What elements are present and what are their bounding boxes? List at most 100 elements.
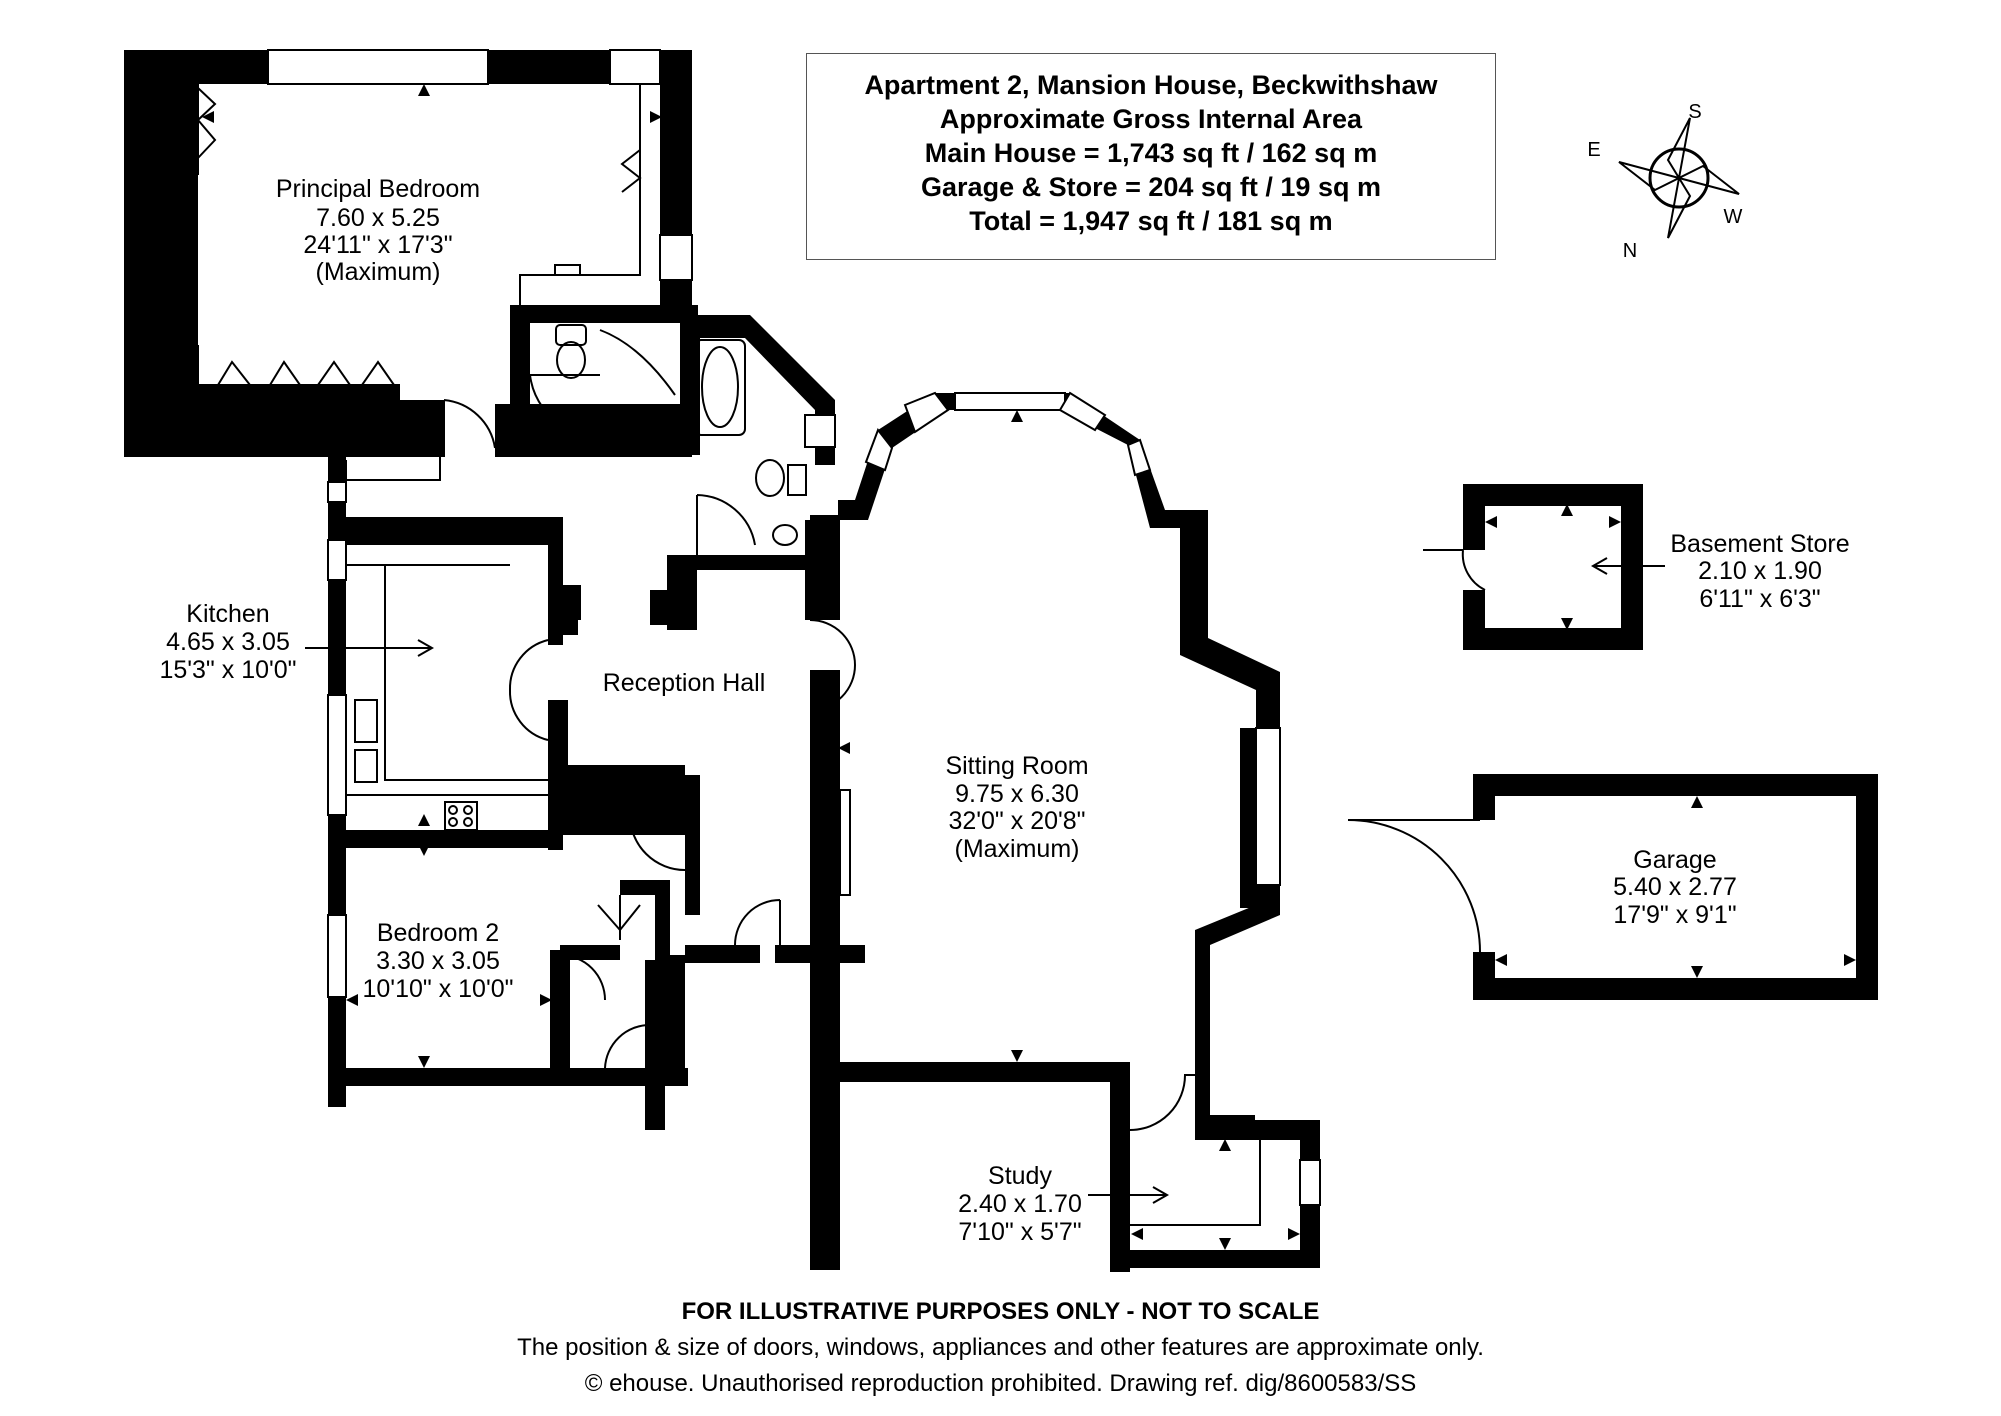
kitchen-double-door	[508, 639, 549, 741]
reception-hall-walls	[328, 457, 865, 1270]
basement-store-door	[1423, 549, 1486, 591]
footer: FOR ILLUSTRATIVE PURPOSES ONLY - NOT TO …	[0, 1294, 2001, 1402]
dimension-arrow	[1691, 966, 1703, 978]
bedroom-2-window	[327, 914, 347, 998]
ensuite-door	[529, 374, 600, 431]
kitchen-windows	[327, 539, 347, 816]
sitting-room-imperial: 32'0" x 20'8"	[948, 807, 1085, 835]
measurement-arrows	[202, 84, 1856, 1250]
compass-south-label: S	[1688, 101, 1701, 123]
basement-store-label: Basement Store 2.10 x 1.90 6'11" x 6'3"	[1670, 530, 1849, 613]
footer-disclaimer: FOR ILLUSTRATIVE PURPOSES ONLY - NOT TO …	[681, 1298, 1320, 1325]
basement-store-imperial: 6'11" x 6'3"	[1699, 585, 1820, 613]
bathroom-door	[696, 494, 756, 555]
study-name: Study	[988, 1162, 1052, 1190]
dimension-arrow	[1011, 1050, 1023, 1062]
main-house-area: Main House = 1,743 sq ft / 162 sq m	[924, 138, 1378, 168]
dimension-arrow	[540, 994, 552, 1006]
principal-bedroom-label: Principal Bedroom 7.60 x 5.25 24'11" x 1…	[276, 175, 480, 286]
dimension-arrow	[1219, 1139, 1231, 1151]
kitchen-name: Kitchen	[186, 600, 269, 628]
bathroom-fixtures	[694, 339, 807, 546]
basement-store-name: Basement Store	[1670, 530, 1849, 558]
sitting-room-double-door	[809, 619, 856, 711]
dimension-arrow	[418, 814, 430, 826]
dimension-arrow	[418, 844, 430, 856]
plan-subtitle: Approximate Gross Internal Area	[939, 104, 1363, 134]
area-summary-box: Apartment 2, Mansion House, Beckwithshaw…	[806, 53, 1496, 260]
reception-hall-name: Reception Hall	[603, 669, 766, 697]
dimension-arrow	[1485, 516, 1497, 528]
compass-north-label: N	[1623, 240, 1637, 262]
bedroom-2-name: Bedroom 2	[377, 919, 499, 947]
bathroom-window	[804, 414, 836, 448]
sitting-room-note: (Maximum)	[955, 835, 1080, 863]
dimension-arrow	[1609, 516, 1621, 528]
study-pointer	[1088, 1186, 1170, 1204]
bedroom-2-imperial: 10'10" x 10'0"	[362, 975, 513, 1003]
kitchen-pointer	[305, 639, 435, 657]
cloak-door	[604, 1023, 651, 1069]
garage-metric: 5.40 x 2.77	[1613, 873, 1737, 901]
bedroom-2-label: Bedroom 2 3.30 x 3.05 10'10" x 10'0"	[362, 919, 513, 1003]
garage-door	[1347, 819, 1481, 953]
bedroom-2-walls	[328, 840, 688, 1100]
kitchen-metric: 4.65 x 3.05	[166, 628, 290, 656]
dimension-arrow	[1244, 742, 1256, 754]
principal-bedroom-metric: 7.60 x 5.25	[316, 204, 440, 232]
ensuite-fixtures	[555, 317, 676, 444]
total-area: Total = 1,947 sq ft / 181 sq m	[969, 206, 1333, 236]
garage-walls	[1473, 774, 1878, 1000]
kitchen-units	[346, 564, 555, 831]
dimension-arrow	[1011, 410, 1023, 422]
dimension-arrow	[418, 1056, 430, 1068]
bedroom-2-metric: 3.30 x 3.05	[376, 947, 500, 975]
store-door	[629, 814, 686, 871]
principal-bedroom-windows	[267, 49, 693, 281]
dimension-arrow	[838, 742, 850, 754]
principal-bedroom-wardrobes	[196, 83, 642, 386]
compass-west-label: W	[1724, 206, 1743, 228]
dimension-arrow	[1561, 618, 1573, 630]
dimension-arrow	[202, 111, 214, 123]
bedroom-2-door	[559, 954, 606, 1001]
kitchen-walls	[328, 517, 685, 1107]
dimension-arrow	[650, 111, 662, 123]
study-imperial: 7'10" x 5'7"	[958, 1218, 1081, 1246]
footer-copyright: © ehouse. Unauthorised reproduction proh…	[584, 1370, 1417, 1397]
kitchen-imperial: 15'3" x 10'0"	[159, 656, 296, 684]
sitting-room-metric: 9.75 x 6.30	[955, 780, 1079, 808]
study-desk	[1130, 1140, 1261, 1226]
study-label: Study 2.40 x 1.70 7'10" x 5'7"	[958, 1162, 1082, 1246]
principal-bedroom-door	[443, 399, 496, 457]
hall-window	[327, 481, 347, 503]
kitchen-label: Kitchen 4.65 x 3.05 15'3" x 10'0"	[159, 600, 296, 684]
compass-east-label: E	[1587, 139, 1600, 161]
dimension-arrow	[346, 994, 358, 1006]
study-window	[1299, 1159, 1321, 1206]
garage-name: Garage	[1633, 846, 1716, 874]
basement-store-metric: 2.10 x 1.90	[1698, 557, 1822, 585]
dimension-arrow	[1131, 1228, 1143, 1240]
garage-imperial: 17'9" x 9'1"	[1613, 901, 1736, 929]
hall-lower-door	[734, 899, 781, 946]
dimension-arrow	[1219, 1238, 1231, 1250]
principal-bedroom-note: (Maximum)	[316, 258, 441, 286]
sitting-room-label: Sitting Room 9.75 x 6.30 32'0" x 20'8" (…	[945, 752, 1088, 863]
study-door	[1129, 1074, 1195, 1131]
principal-bedroom-name: Principal Bedroom	[276, 175, 480, 203]
bedroom-2-cupboard-door	[597, 895, 641, 940]
dimension-arrow	[418, 84, 430, 96]
dimension-arrow	[1288, 1228, 1300, 1240]
basement-store-pointer	[1590, 557, 1665, 575]
basement-store-walls	[1463, 484, 1643, 650]
compass: E S W N	[1587, 101, 1742, 262]
garage-store-area: Garage & Store = 204 sq ft / 19 sq m	[921, 172, 1381, 202]
dimension-arrow	[1691, 796, 1703, 808]
dimension-arrow	[1561, 504, 1573, 516]
study-metric: 2.40 x 1.70	[958, 1190, 1082, 1218]
plan-title: Apartment 2, Mansion House, Beckwithshaw	[864, 70, 1438, 100]
footer-note: The position & size of doors, windows, a…	[517, 1334, 1484, 1361]
garage-label: Garage 5.40 x 2.77 17'9" x 9'1"	[1613, 846, 1737, 929]
